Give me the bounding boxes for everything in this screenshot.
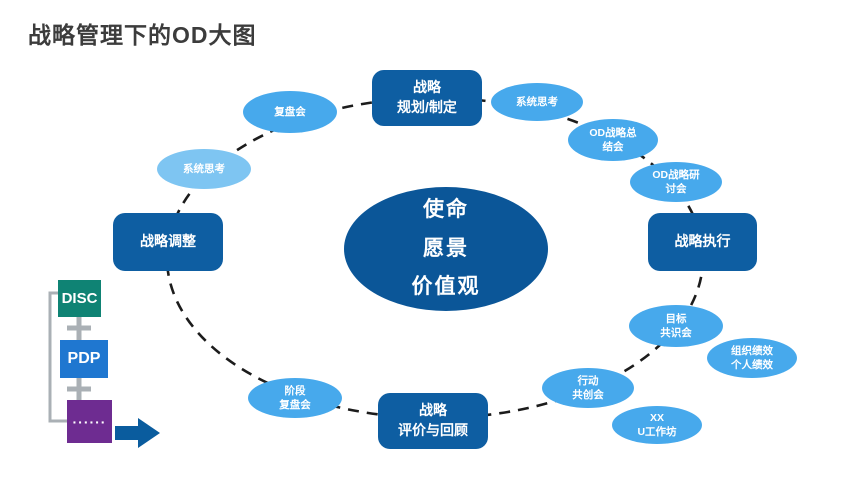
main-node-strategy-planning: 战略 规划/制定 [372,70,482,126]
main-node-strategy-execution: 战略执行 [648,213,757,271]
sub-node-u-workshop: XX U工作坊 [612,406,702,444]
sub-node-replay-meeting: 复盘会 [243,91,337,133]
sub-node-od-strategy-seminar: OD战略研 讨会 [630,162,722,202]
sub-node-system-thinking-right: 系统思考 [491,83,583,121]
sub-node-stage-replay: 阶段 复盘会 [248,378,342,418]
main-node-strategy-adjust: 战略调整 [113,213,223,271]
toolkit-box-more: ······ [67,400,112,443]
main-node-strategy-review: 战略 评价与回顾 [378,393,488,449]
sub-node-org-personal-performance: 组织绩效 个人绩效 [707,338,797,378]
sub-node-action-cocreation: 行动 共创会 [542,368,634,408]
toolkit-bracket-line [48,291,67,423]
plus-icon [67,316,91,340]
page-title: 战略管理下的OD大图 [28,22,257,48]
sub-node-od-strategy-summary: OD战略总 结会 [568,119,658,161]
arrow-right-icon [115,418,160,448]
toolkit-box-disc: DISC [58,280,101,317]
center-node-mission-vision-values: 使命 愿景 价值观 [344,187,548,311]
toolkit-box-pdp: PDP [60,340,108,378]
sub-node-system-thinking-left: 系统思考 [157,149,251,189]
plus-icon [67,377,91,401]
sub-node-goal-consensus: 目标 共识会 [629,305,723,347]
